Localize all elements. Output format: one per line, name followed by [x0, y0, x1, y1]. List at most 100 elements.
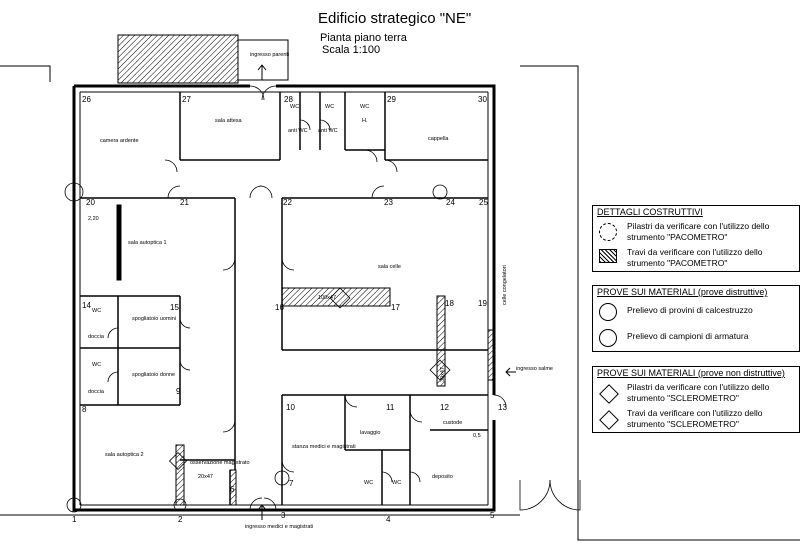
- beam-2: [175, 444, 185, 506]
- label-dim-220: 2,20: [88, 216, 99, 222]
- room-doccia-2: doccia: [88, 389, 105, 395]
- pacometer-columns: [64, 182, 448, 513]
- legend-prove-non-distruttive: PROVE SUI MATERIALI (prove non distrutti…: [592, 366, 800, 433]
- beam-19: [487, 329, 495, 381]
- beam-6: [229, 469, 237, 506]
- circle-icon: [599, 329, 617, 347]
- room-camera-ardente: camera ardente: [100, 138, 139, 144]
- room-stanza-medici: stanza medici e magistrati: [292, 444, 356, 450]
- svg-text:25: 25: [479, 198, 488, 207]
- room-sala-celle: sala celle: [378, 264, 401, 270]
- room-osservazione: osservazione magistrato: [190, 460, 250, 466]
- label-beam-100x47: 100x47: [318, 295, 336, 301]
- svg-text:28: 28: [284, 95, 293, 104]
- svg-text:20: 20: [86, 198, 95, 207]
- svg-text:3: 3: [281, 511, 286, 520]
- room-labels: camera ardente sala attesa WC WC WC H. a…: [88, 104, 508, 486]
- annotation-labels: ingresso parenti ingresso salme ingresso…: [88, 52, 553, 530]
- svg-text:9: 9: [176, 387, 181, 396]
- beam-100x47: [281, 287, 391, 307]
- site-lines: [0, 65, 800, 541]
- sclerometer-marks: [168, 287, 451, 471]
- beam-20: [116, 204, 122, 281]
- room-wc-4: WC: [92, 308, 101, 314]
- label-ingresso-medici: ingresso medici e magistrati: [245, 524, 313, 530]
- diamond-icon: [599, 384, 619, 404]
- legend-2-title: PROVE SUI MATERIALI (prove distruttive): [597, 287, 768, 297]
- room-spogliatoio-uomini: spogliatoio uomini: [132, 316, 176, 322]
- svg-text:4: 4: [386, 515, 391, 524]
- circle-icon: [599, 303, 617, 321]
- room-sala-autoptica-2: sala autoptica 2: [105, 452, 144, 458]
- svg-text:18: 18: [445, 299, 454, 308]
- svg-text:11: 11: [386, 403, 395, 412]
- legend-dettagli-costruttivi: DETTAGLI COSTRUTTIVI Pilastri da verific…: [592, 205, 800, 272]
- svg-text:10: 10: [286, 403, 295, 412]
- room-sala-attesa: sala attesa: [215, 118, 243, 124]
- drawing-subtitle: Pianta piano terra: [320, 32, 407, 44]
- room-custode: custode: [443, 420, 462, 426]
- svg-text:12: 12: [440, 403, 449, 412]
- legend-3-title: PROVE SUI MATERIALI (prove non distrutti…: [597, 368, 785, 378]
- svg-text:8: 8: [82, 405, 87, 414]
- entrance-canopy: [117, 34, 289, 84]
- entry-arrows: [257, 64, 516, 520]
- svg-text:15: 15: [170, 303, 179, 312]
- svg-text:1: 1: [72, 515, 77, 524]
- room-lavaggio: lavaggio: [360, 430, 381, 436]
- legend-1-title: DETTAGLI COSTRUTTIVI: [597, 207, 703, 217]
- legend-2-item-2: Prelievo di campioni di armatura: [593, 325, 799, 351]
- svg-text:19: 19: [478, 299, 487, 308]
- svg-text:21: 21: [180, 198, 189, 207]
- room-wc-6: WC: [364, 480, 373, 486]
- room-h: H.: [362, 118, 368, 124]
- room-sala-autoptica-1: sala autoptica 1: [128, 240, 167, 246]
- legend-1-item-2: Travi da verificare con l'utilizzo dello…: [593, 245, 799, 271]
- room-cappella: cappella: [428, 136, 449, 142]
- legend-prove-distruttive: PROVE SUI MATERIALI (prove distruttive) …: [592, 285, 800, 352]
- svg-text:6: 6: [230, 485, 235, 494]
- room-wc-1: WC: [290, 104, 299, 110]
- svg-text:7: 7: [289, 479, 294, 488]
- label-ingresso-parenti: ingresso parenti: [250, 52, 289, 58]
- doors: [107, 85, 581, 511]
- legend-3-item-2: Travi da verificare con l'utilizzo dello…: [593, 406, 799, 432]
- exterior-walls: [72, 84, 496, 512]
- svg-text:30: 30: [478, 95, 487, 104]
- hatched-rect-icon: [599, 249, 617, 263]
- label-dim-05: 0,5: [473, 433, 481, 439]
- svg-text:5: 5: [490, 511, 495, 520]
- svg-text:26: 26: [82, 95, 91, 104]
- drawing-title: Edificio strategico "NE": [318, 10, 472, 27]
- room-doccia-1: doccia: [88, 334, 105, 340]
- label-ingresso-salme: ingresso salme: [516, 366, 553, 372]
- svg-text:24: 24: [446, 198, 455, 207]
- beam-18: [436, 295, 446, 387]
- room-anti-wc-2: anti WC: [318, 128, 338, 134]
- svg-text:27: 27: [182, 95, 191, 104]
- dashed-circle-icon: [599, 223, 617, 241]
- svg-text:22: 22: [283, 198, 292, 207]
- room-anti-wc-1: anti WC: [288, 128, 308, 134]
- svg-text:16: 16: [275, 303, 284, 312]
- label-beam-20x47: 20x47: [198, 474, 213, 480]
- svg-text:23: 23: [384, 198, 393, 207]
- legend-3-item-1: Pilastri da verificare con l'utilizzo de…: [593, 380, 799, 406]
- svg-text:2: 2: [178, 515, 183, 524]
- drawing-scale: Scala 1:100: [322, 44, 381, 56]
- svg-text:14: 14: [82, 301, 91, 310]
- beams: [116, 204, 495, 506]
- room-celle-congelatori: celle congelatori: [502, 265, 508, 305]
- room-wc-2: WC: [325, 104, 334, 110]
- room-deposito: deposito: [432, 474, 453, 480]
- room-wc-5: WC: [92, 362, 101, 368]
- diamond-icon: [599, 410, 619, 430]
- svg-text:17: 17: [391, 303, 400, 312]
- interior-walls: [80, 92, 488, 505]
- svg-text:29: 29: [387, 95, 396, 104]
- room-wc-7: WC: [392, 480, 401, 486]
- legend-2-item-1: Prelievo di provini di calcestruzzo: [593, 299, 799, 325]
- room-wc-3: WC: [360, 104, 369, 110]
